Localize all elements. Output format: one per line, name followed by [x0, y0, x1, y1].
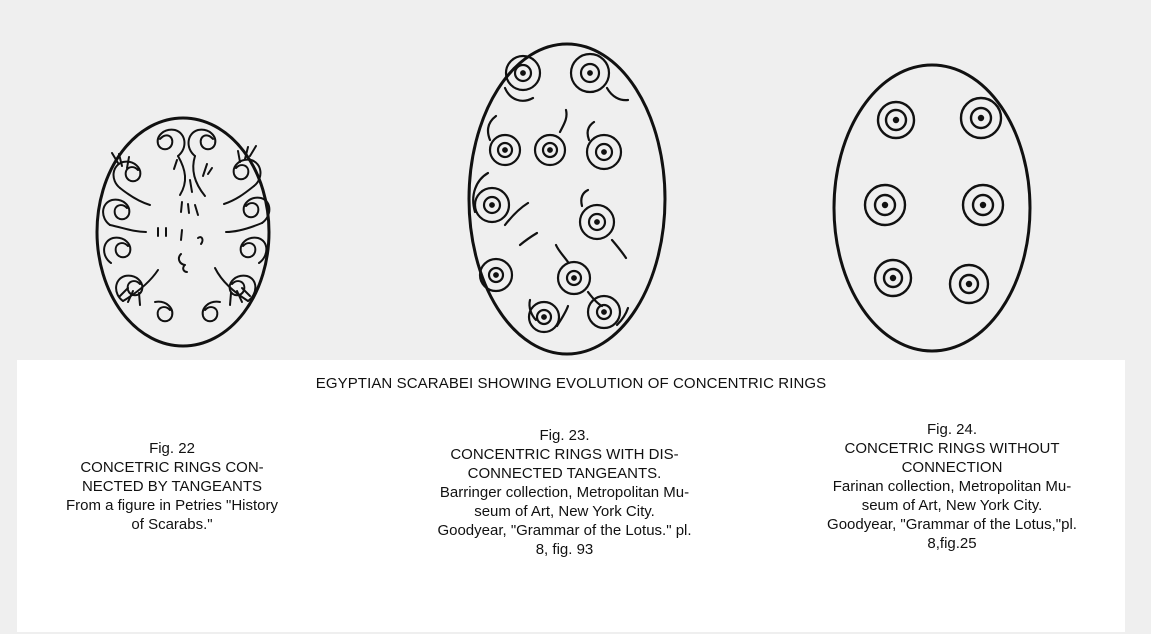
fig22-caption-line: From a figure in Petries "History — [32, 496, 312, 515]
fig23-caption-line: 8, fig. 93 — [397, 540, 732, 559]
fig24-caption: Fig. 24. CONCETRIC RINGS WITHOUT CONNECT… — [782, 420, 1122, 553]
fig23-scarab-drawing — [469, 44, 665, 354]
fig22-caption-line: of Scarabs." — [32, 515, 312, 534]
fig24-caption-line: 8,fig.25 — [782, 534, 1122, 553]
plate-title: EGYPTIAN SCARABEI SHOWING EVOLUTION OF C… — [17, 375, 1125, 392]
fig23-caption-line: Barringer collection, Metropolitan Mu- — [397, 483, 732, 502]
fig24-caption-line: Fig. 24. — [782, 420, 1122, 439]
fig23-caption-line: seum of Art, New York City. — [397, 502, 732, 521]
fig24-caption-line: Farinan collection, Metropolitan Mu- — [782, 477, 1122, 496]
fig23-caption-line: CONCENTRIC RINGS WITH DIS- — [397, 445, 732, 464]
fig24-caption-line: Goodyear, "Grammar of the Lotus,"pl. — [782, 515, 1122, 534]
fig24-caption-line: seum of Art, New York City. — [782, 496, 1122, 515]
fig22-caption: Fig. 22 CONCETRIC RINGS CON- NECTED BY T… — [32, 439, 312, 534]
fig23-caption: Fig. 23. CONCENTRIC RINGS WITH DIS- CONN… — [397, 426, 732, 559]
fig24-caption-line: CONCETRIC RINGS WITHOUT — [782, 439, 1122, 458]
fig23-caption-line: CONNECTED TANGEANTS. — [397, 464, 732, 483]
fig22-scarab-drawing — [97, 118, 269, 346]
fig23-caption-line: Goodyear, "Grammar of the Lotus." pl. — [397, 521, 732, 540]
fig22-caption-line: NECTED BY TANGEANTS — [32, 477, 312, 496]
fig23-caption-line: Fig. 23. — [397, 426, 732, 445]
caption-panel: EGYPTIAN SCARABEI SHOWING EVOLUTION OF C… — [17, 360, 1125, 632]
fig22-caption-line: CONCETRIC RINGS CON- — [32, 458, 312, 477]
fig24-caption-line: CONNECTION — [782, 458, 1122, 477]
fig24-scarab-drawing — [834, 65, 1030, 351]
scarab-drawings — [0, 0, 1151, 360]
fig22-caption-line: Fig. 22 — [32, 439, 312, 458]
